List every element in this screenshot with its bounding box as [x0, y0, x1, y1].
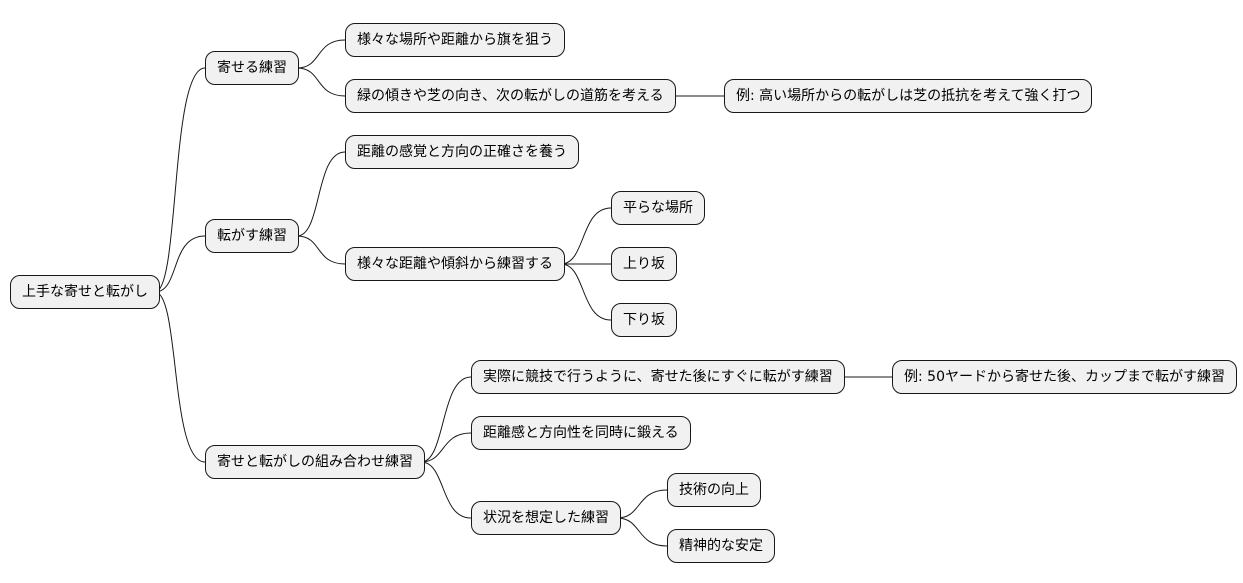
branch-node-yoseru[interactable]: 寄せる練習 — [205, 51, 299, 85]
connector-korogasu-to-kankaku — [296, 151, 346, 237]
connector-korogasu-to-keisha — [296, 235, 346, 265]
root-node[interactable]: 上手な寄せと転がし — [10, 275, 160, 309]
leaf-node-joukyou[interactable]: 状況を想定した練習 — [471, 501, 621, 535]
connector-root-to-kumiawase — [154, 291, 206, 463]
connector-kumiawase-to-kyorikan — [420, 432, 472, 463]
leaf-node-taira[interactable]: 平らな場所 — [611, 191, 705, 225]
leaf-node-kudarizaka[interactable]: 下り坂 — [611, 303, 677, 337]
leaf-node-katamuki[interactable]: 緑の傾きや芝の向き、次の転がしの道筋を考える — [345, 79, 676, 113]
leaf-node-jissai[interactable]: 実際に競技で行うように、寄せた後にすぐに転がす練習 — [471, 360, 845, 394]
connector-kumiawase-to-jissai — [420, 376, 472, 463]
connector-root-to-yoseru — [154, 67, 206, 293]
connector-yoseru-to-katamuki — [296, 67, 346, 97]
connector-joukyou-to-gijutsu — [616, 489, 668, 519]
leaf-node-kankaku[interactable]: 距離の感覚と方向の正確さを養う — [345, 135, 579, 169]
leaf-node-jissai-example[interactable]: 例: 50ヤードから寄せた後、カップまで転がす練習 — [892, 360, 1237, 394]
leaf-node-katamuki-example[interactable]: 例: 高い場所からの転がしは芝の抵抗を考えて強く打つ — [724, 79, 1093, 113]
connector-yoseru-to-hata — [296, 39, 346, 69]
branch-node-korogasu[interactable]: 転がす練習 — [205, 219, 299, 253]
connector-joukyou-to-seishin — [616, 517, 668, 547]
leaf-node-hata[interactable]: 様々な場所や距離から旗を狙う — [345, 23, 565, 57]
leaf-node-kyorikan[interactable]: 距離感と方向性を同時に鍛える — [471, 416, 691, 450]
branch-node-kumiawase[interactable]: 寄せと転がしの組み合わせ練習 — [205, 445, 425, 479]
connector-keisha-to-taira — [560, 207, 612, 265]
leaf-node-noborizaka[interactable]: 上り坂 — [611, 247, 677, 281]
leaf-node-seishin[interactable]: 精神的な安定 — [667, 529, 775, 563]
connector-keisha-to-kudarizaka — [560, 263, 612, 321]
connector-kumiawase-to-joukyou — [420, 461, 472, 519]
leaf-node-keisha[interactable]: 様々な距離や傾斜から練習する — [345, 247, 565, 281]
leaf-node-gijutsu[interactable]: 技術の向上 — [667, 473, 761, 507]
connector-root-to-korogasu — [154, 235, 206, 293]
